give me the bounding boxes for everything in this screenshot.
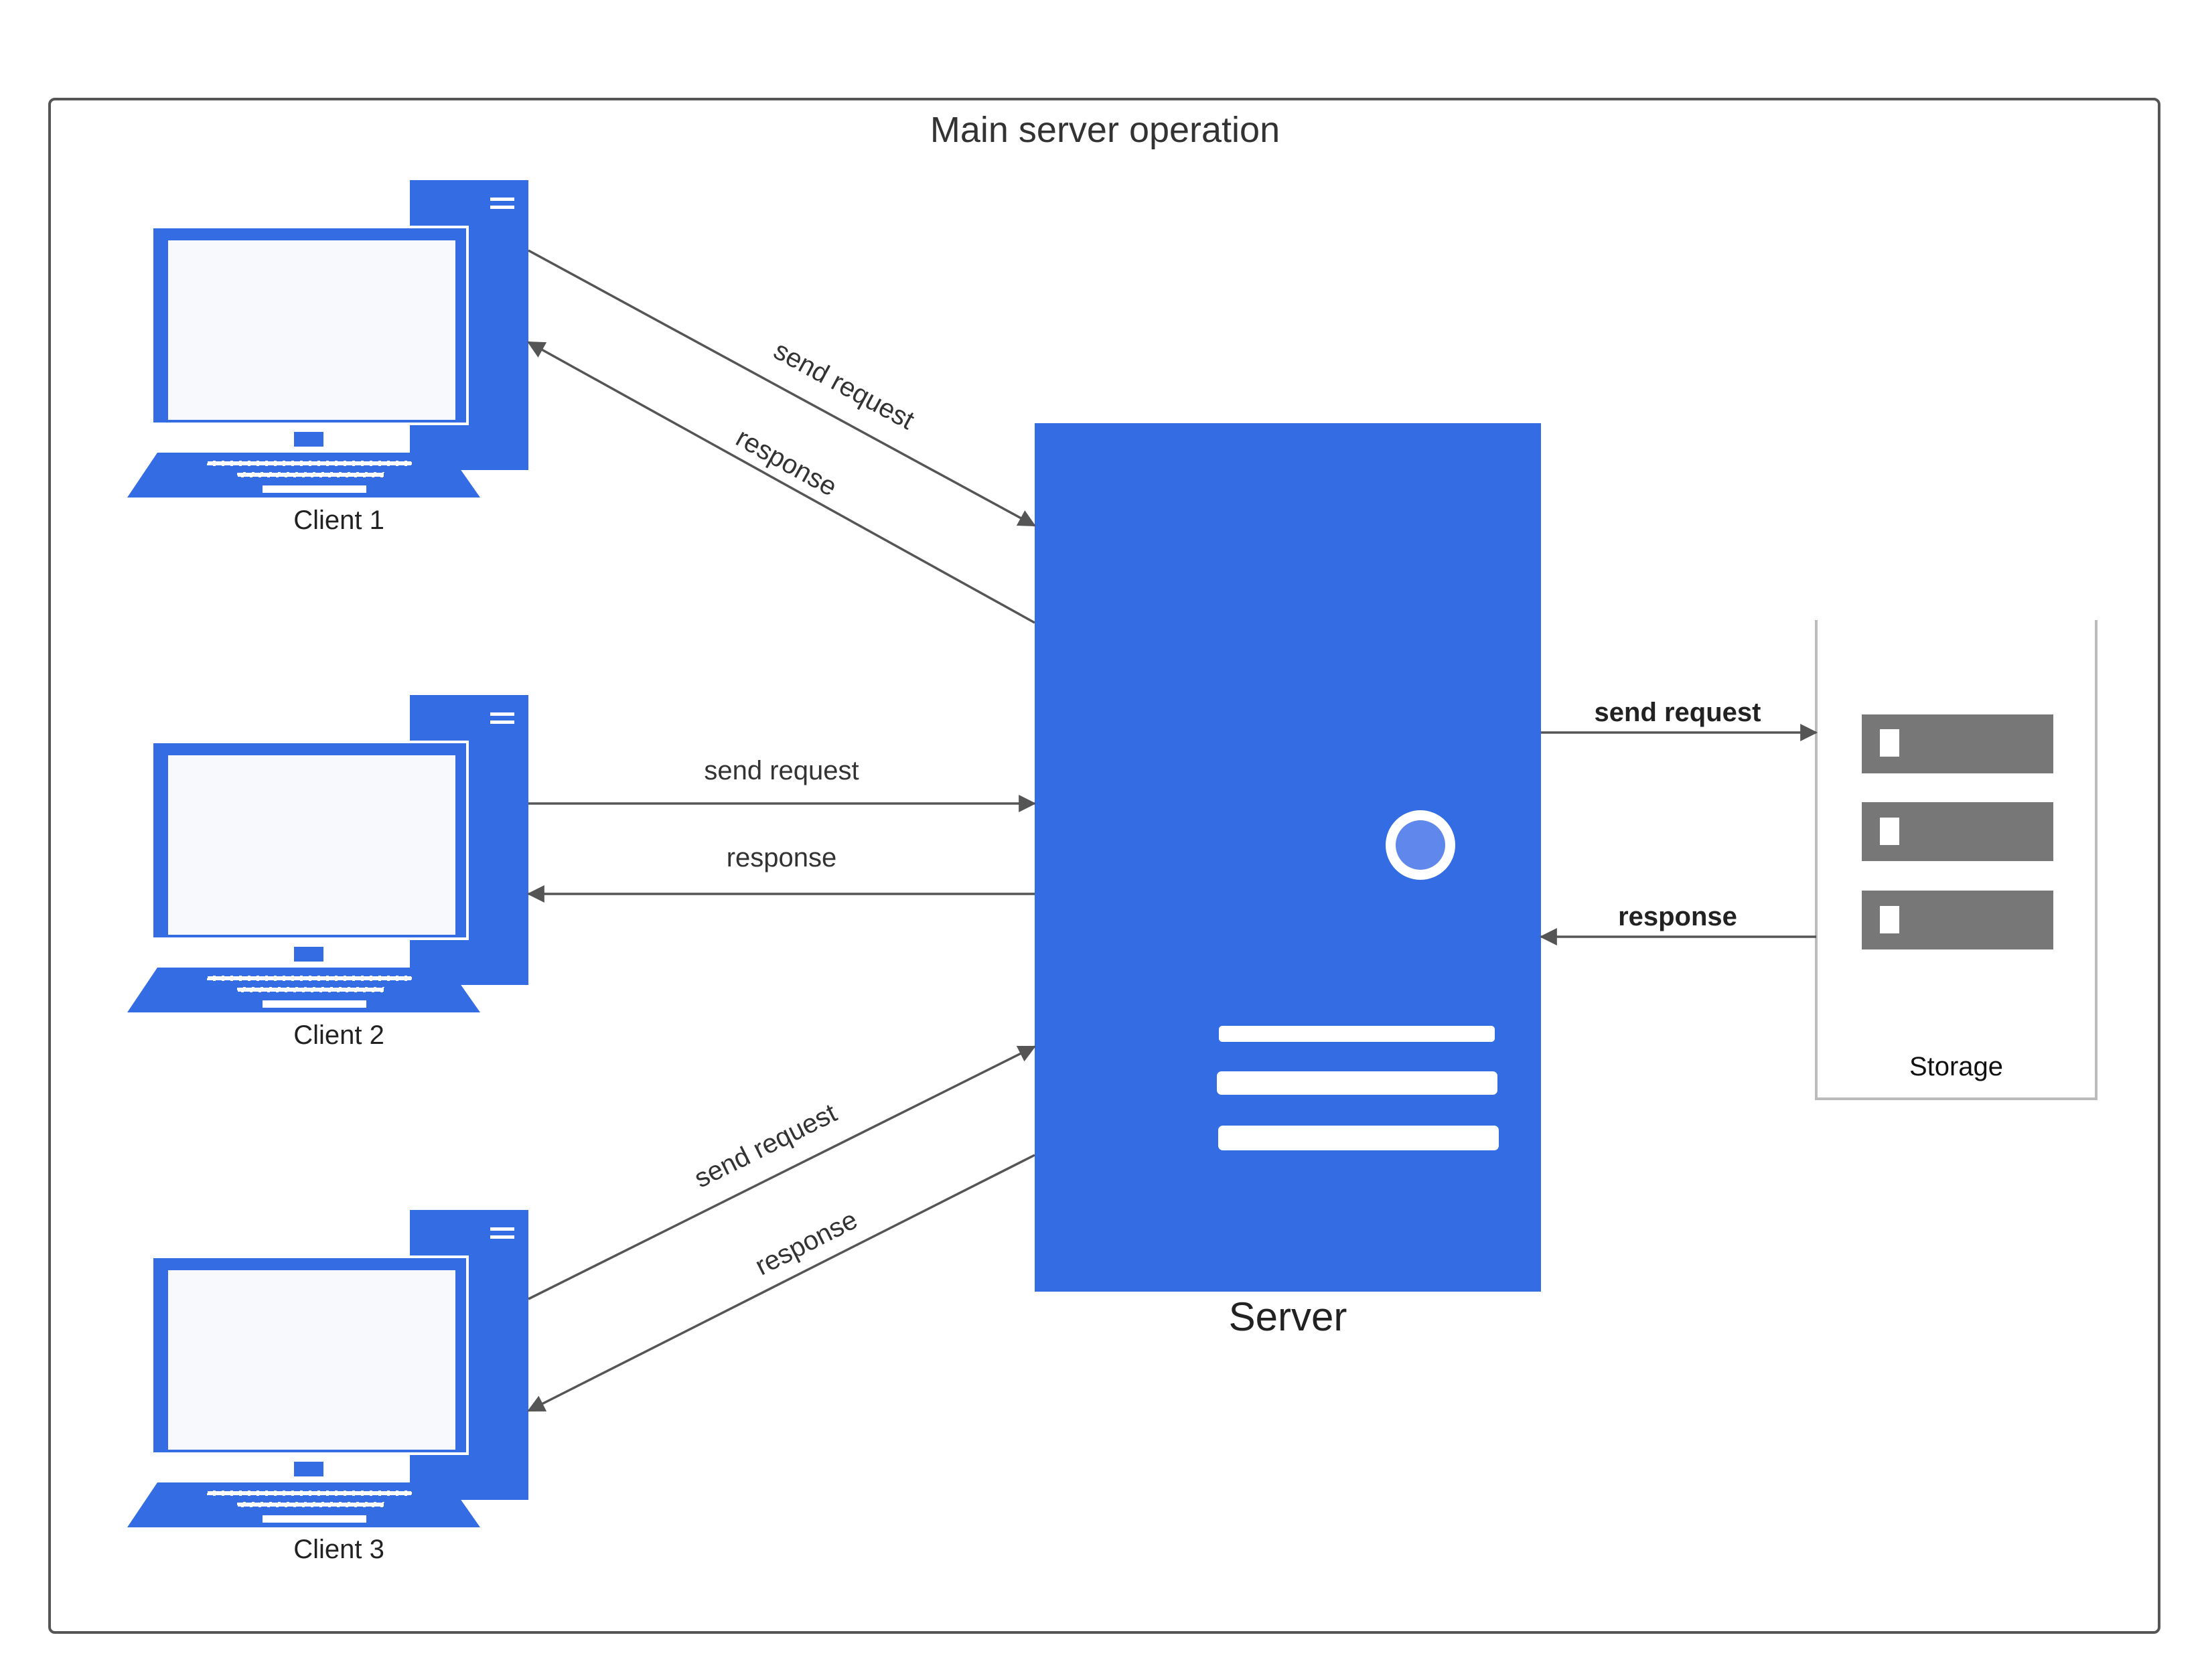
client-2-label: Client 2 [293,1020,384,1050]
client-3-label: Client 3 [293,1535,384,1564]
client-3-response-arrow [527,1154,1035,1412]
server-slot-1 [1219,1026,1495,1042]
storage-node[interactable] [1815,620,2098,1100]
server-slot-3 [1218,1126,1499,1150]
drive-light-2 [1880,818,1899,845]
storage-response-label: response [1618,902,1737,931]
client-1-response-arrow [527,341,1035,624]
client-1-send-arrow [528,249,1036,527]
server-power-icon-center [1396,820,1445,870]
drive-light-1 [1880,729,1899,757]
storage-send-label: send request [1595,698,1761,727]
client-2-send-label: send request [704,756,859,785]
server-label: Server [1229,1294,1347,1339]
client-1-label: Client 1 [293,506,384,535]
server-tower-icon [1035,423,1541,1292]
server-slot-2 [1217,1071,1497,1095]
storage-label: Storage [1909,1052,2003,1081]
storage-rack-icon [1862,714,2053,949]
drive-light-3 [1880,906,1899,933]
server-node[interactable] [1035,423,1541,1292]
client-3-send-arrow [528,1045,1036,1300]
frame-title: Main server operation [930,110,1280,150]
client-2-response-label: response [727,843,837,872]
